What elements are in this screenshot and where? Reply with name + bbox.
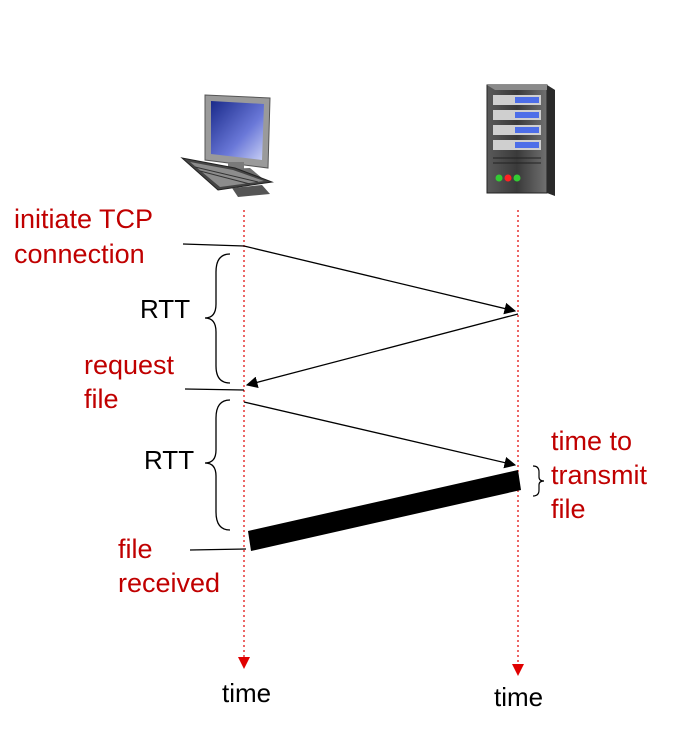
initiate-label-line1: initiate TCP <box>14 204 153 234</box>
transmit-label-line2: transmit <box>551 460 648 490</box>
rtt-label-2: RTT <box>144 445 194 475</box>
rtt-brace-2 <box>204 399 231 531</box>
transmit-brace <box>532 465 545 497</box>
received-leader-line <box>189 548 247 551</box>
initiate-label-line2: connection <box>14 239 145 269</box>
client-time-label: time <box>222 678 271 708</box>
initiate-leader-line <box>182 243 245 247</box>
desktop-computer-icon <box>180 94 274 197</box>
received-label-line2: received <box>118 568 220 598</box>
transmit-label-line3: file <box>551 494 586 524</box>
server-tower-icon <box>486 84 555 196</box>
transmit-label-line1: time to <box>551 426 632 456</box>
request-label-line1: request <box>84 350 175 380</box>
file-transmission-bar <box>248 470 521 551</box>
request-leader-line <box>184 388 245 391</box>
client-timeline-arrowhead <box>238 657 250 669</box>
request-arrow <box>243 401 517 469</box>
received-label-line1: file <box>118 534 153 564</box>
syn-arrow <box>243 245 517 315</box>
request-label-line2: file <box>84 384 119 414</box>
server-timeline-arrowhead <box>512 664 524 676</box>
server-time-label: time <box>494 682 543 712</box>
rtt-label-1: RTT <box>140 294 190 324</box>
synack-arrow <box>245 313 519 388</box>
rtt-brace-1 <box>204 253 231 384</box>
